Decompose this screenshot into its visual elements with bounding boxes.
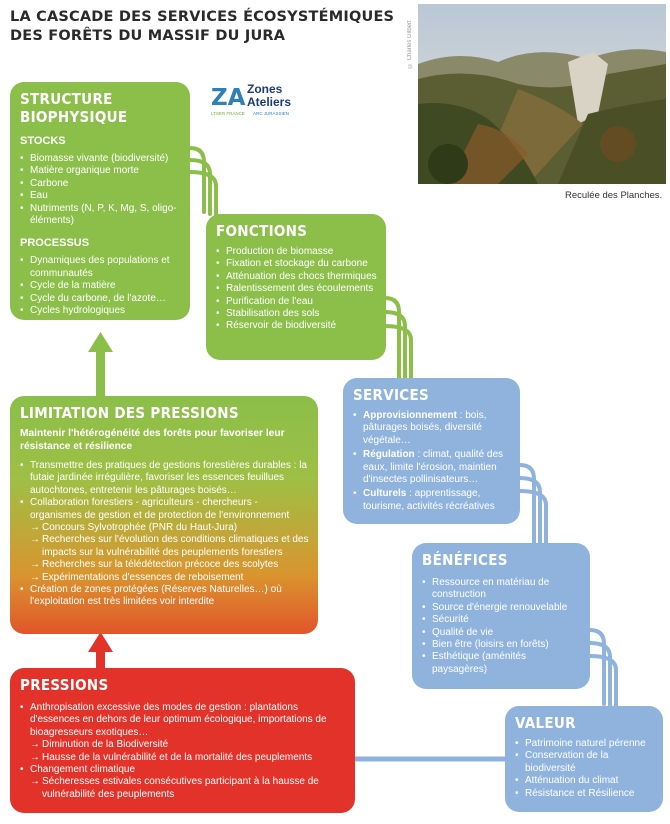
list-item: Conservation de la biodiversité	[515, 750, 657, 775]
list-item: Eau	[20, 190, 182, 203]
list-item: Réservoir de biodiversité	[216, 320, 378, 333]
services-box: SERVICES Approvisionnement : bois, pâtur…	[343, 378, 520, 524]
valeur-list: Patrimoine naturel pérenne Conservation …	[515, 738, 657, 800]
list-subitem: Recherches sur l'évolution des condition…	[20, 534, 310, 559]
limitation-arrow-head	[88, 332, 113, 352]
photo-caption: Reculée des Planches.	[565, 190, 663, 201]
list-item: Sécurité	[422, 614, 582, 627]
list-item: Stabilisation des sols	[216, 308, 378, 321]
logo-mark: ZA	[211, 85, 246, 111]
list-item: Collaboration forestiers - agriculteurs …	[20, 497, 310, 522]
list-item: Résistance et Résilience	[515, 788, 657, 801]
logo-sub-left: LTSER FRANCE	[211, 111, 245, 116]
list-item: Fixation et stockage du carbone	[216, 258, 378, 271]
limitation-subtitle: Maintenir l'hétérogénéité des forêts pou…	[20, 428, 285, 452]
limitation-arrow-shaft	[96, 348, 105, 398]
list-item: Source d'énergie renouvelable	[422, 602, 582, 615]
list-item: Matière organique morte	[20, 165, 182, 178]
list-subitem: Concours Sylvotrophée (PNR du Haut-Jura)	[20, 522, 310, 535]
service-key: Culturels	[363, 488, 407, 500]
pressions-list: Anthropisation excessive des modes de ge…	[20, 702, 347, 801]
pressions-box: PRESSIONS Anthropisation excessive des m…	[10, 668, 355, 813]
logo-name-2: Ateliers	[247, 95, 291, 109]
list-subitem: Hausse de la vulnérabilité et de la mort…	[20, 752, 347, 765]
benefices-box: BÉNÉFICES Ressource en matériau de const…	[412, 543, 590, 689]
benefices-title: BÉNÉFICES	[422, 551, 508, 569]
list-item: Anthropisation excessive des modes de ge…	[20, 702, 347, 739]
stocks-title: STOCKS	[20, 135, 66, 147]
pressions-title: PRESSIONS	[20, 676, 109, 694]
list-item: Qualité de vie	[422, 627, 582, 640]
service-text: : bois, pâturages boisés, diversité végé…	[363, 410, 487, 446]
list-item: Cycle de la matière	[20, 280, 182, 293]
fonctions-box: FONCTIONS Production de biomasse Fixatio…	[206, 214, 386, 360]
processus-list: Dynamiques des populations et communauté…	[20, 255, 182, 317]
list-subitem: Expérimentations d'essences de reboiseme…	[20, 572, 310, 585]
list-item: Dynamiques des populations et communauté…	[20, 255, 182, 280]
list-item: Ralentissement des écoulements	[216, 283, 378, 296]
list-item: Carbone	[20, 178, 182, 191]
logo-name-1: Zones	[247, 82, 283, 96]
list-subitem: Sécheresses estivales consécutives parti…	[20, 776, 347, 801]
limitation-box: LIMITATION DES PRESSIONS Maintenir l'hét…	[10, 396, 318, 634]
list-item: Atténuation des chocs thermiques	[216, 271, 378, 284]
list-item: Cycle du carbone, de l'azote…	[20, 293, 182, 306]
list-item: Nutriments (N, P, K, Mg, S, oligo-élémen…	[20, 203, 182, 228]
benefices-list: Ressource en matériau de construction So…	[422, 577, 582, 676]
zones-ateliers-logo: ZA Zones Ateliers LTSER FRANCE ARC JURAS…	[211, 82, 311, 118]
stocks-list: Biomasse vivante (biodiversité) Matière …	[20, 153, 182, 227]
list-item: Changement climatique	[20, 764, 347, 777]
list-item: Atténuation du climat	[515, 775, 657, 788]
processus-title: PROCESSUS	[20, 237, 90, 250]
list-item: Transmettre des pratiques de gestions fo…	[20, 460, 310, 497]
structure-title: STRUCTURE BIOPHYSIQUE	[20, 90, 128, 126]
service-key: Approvisionnement	[363, 410, 457, 421]
service-key: Régulation	[363, 449, 415, 461]
limitation-list: Transmettre des pratiques de gestions fo…	[20, 460, 310, 609]
list-item: Patrimoine naturel pérenne	[515, 738, 657, 751]
logo-sub-right: ARC JURASSIEN	[253, 111, 289, 116]
valeur-title: VALEUR	[515, 714, 576, 732]
title-line-2: DES FORÊTS DU MASSIF DU JURA	[10, 28, 286, 44]
list-item: Régulation : climat, qualité des eaux, l…	[353, 449, 512, 486]
fonctions-title: FONCTIONS	[216, 222, 308, 240]
service-text: : apprentissage, tourisme, activités réc…	[363, 488, 495, 512]
services-list: Approvisionnement : bois, pâturages bois…	[353, 410, 512, 513]
landscape-photo	[418, 4, 666, 184]
service-text: : climat, qualité des eaux, limite l'éro…	[363, 449, 504, 486]
list-item: Culturels : apprentissage, tourisme, act…	[353, 488, 512, 513]
list-item: Esthétique (aménités paysagères)	[422, 651, 582, 676]
list-item: Bien être (loisirs en forêts)	[422, 639, 582, 652]
list-item: Biomasse vivante (biodiversité)	[20, 153, 182, 166]
list-item: Production de biomasse	[216, 246, 378, 259]
page-title: LA CASCADE DES SERVICES ÉCOSYSTÉMIQUES D…	[10, 8, 394, 46]
pressions-arrow-head	[88, 632, 113, 652]
list-subitem: Recherches sur la télédétection précoce …	[20, 559, 310, 572]
list-subitem: Diminution de la Biodiversité	[20, 739, 347, 752]
fonctions-list: Production de biomasse Fixation et stock…	[216, 246, 378, 333]
limitation-title: LIMITATION DES PRESSIONS	[20, 404, 239, 422]
list-item: Ressource en matériau de construction	[422, 577, 582, 602]
list-item: Création de zones protégées (Réserves Na…	[20, 584, 310, 609]
title-line-1: LA CASCADE DES SERVICES ÉCOSYSTÉMIQUES	[10, 9, 395, 25]
pressions-arrow-shaft	[96, 648, 105, 668]
valeur-box: VALEUR Patrimoine naturel pérenne Conser…	[505, 706, 663, 812]
list-item: Cycles hydrologiques	[20, 305, 182, 318]
list-item: Approvisionnement : bois, pâturages bois…	[353, 410, 512, 447]
services-title: SERVICES	[353, 386, 430, 404]
structure-biophysique-box: STRUCTURE BIOPHYSIQUE STOCKS Biomasse vi…	[10, 82, 190, 320]
list-item: Purification de l'eau	[216, 296, 378, 309]
